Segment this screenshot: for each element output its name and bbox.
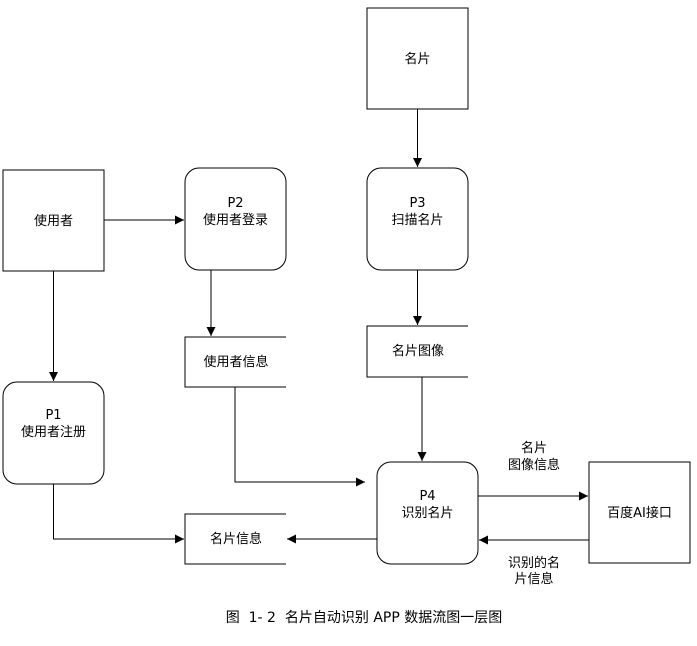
entity-card-label: 名片 [404,51,430,67]
entity-card: 名片 [366,7,469,110]
process-p3: P3 扫描名片 [366,167,469,271]
entity-baidu-ai-label: 百度AI接口 [607,505,672,521]
flow-user-info-to-p4 [234,387,365,487]
store-card-image-label: 名片图像 [392,343,444,359]
process-p3-name: 扫描名片 [391,212,443,228]
process-p2-name: 使用者登录 [203,212,268,228]
store-card-info-label: 名片信息 [210,531,262,547]
entity-baidu-ai: 百度AI接口 [588,461,691,564]
process-p1-id: P1 [45,408,61,423]
process-p1-name: 使用者注册 [21,424,86,440]
process-p1: P1 使用者注册 [2,381,105,485]
flow-label-from-baidu-line2: 片信息 [514,571,553,587]
entity-user-label: 使用者 [34,213,73,229]
store-user-info-label: 使用者信息 [203,354,268,370]
flow-p1-to-card-info [53,484,184,544]
store-card-image: 名片图像 [366,325,468,378]
store-card-info: 名片信息 [184,513,286,565]
flow-label-to-baidu-line2: 图像信息 [508,457,560,473]
flow-label-from-baidu-line1: 识别的名 [508,555,560,571]
entity-user: 使用者 [2,169,105,272]
process-p4: P4 识别名片 [376,461,479,565]
figure-caption: 图 1- 2 名片自动识别 APP 数据流图一层图 [226,610,502,626]
process-p2-id: P2 [227,196,243,211]
flow-label-to-baidu-line1: 名片 [521,440,547,456]
store-user-info: 使用者信息 [184,336,286,388]
process-p2: P2 使用者登录 [184,167,287,271]
process-p3-id: P3 [409,196,425,211]
process-p4-name: 识别名片 [401,505,453,521]
process-p4-id: P4 [419,489,435,504]
